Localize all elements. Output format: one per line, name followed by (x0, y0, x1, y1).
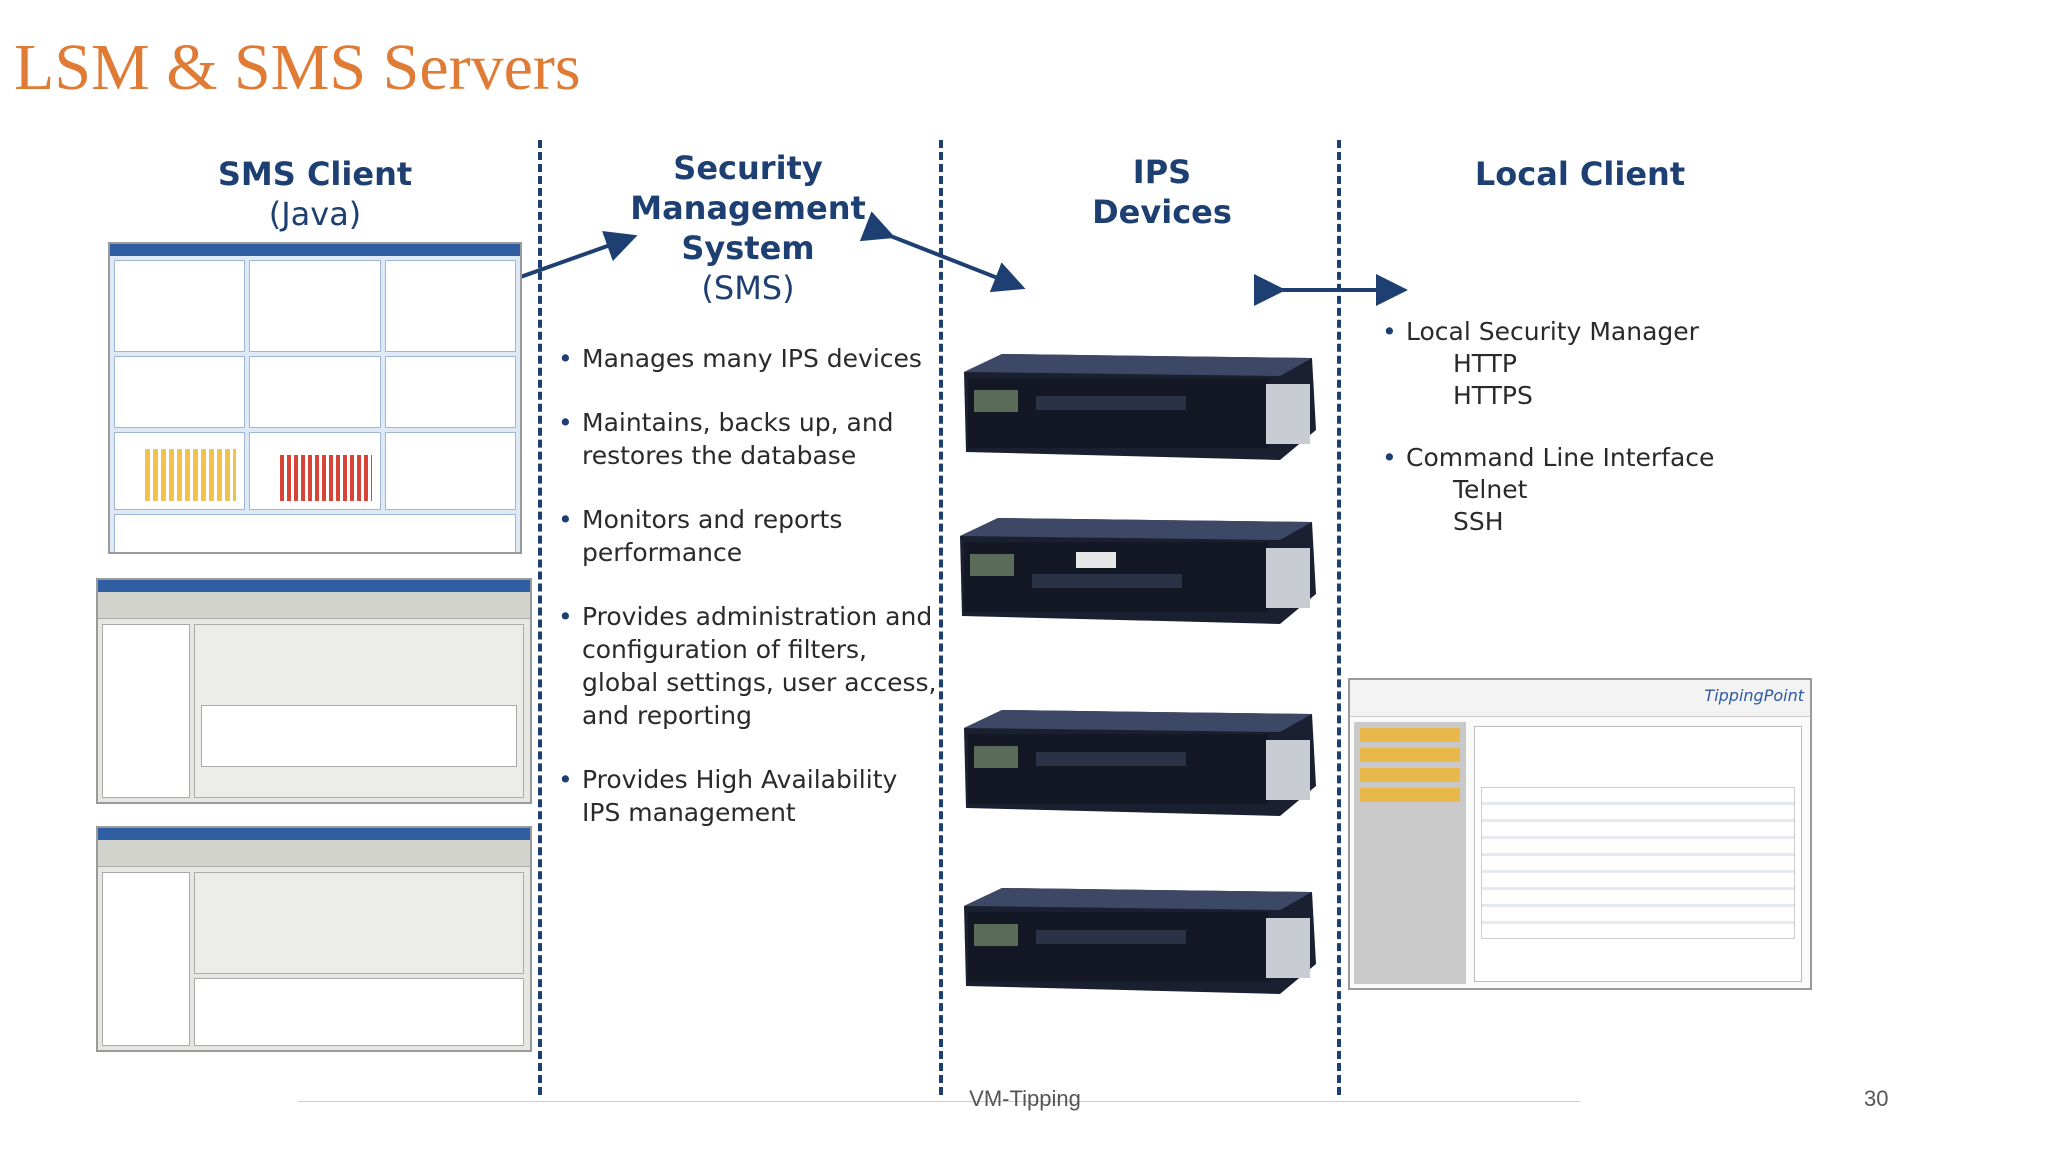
sms-bullet-3: Monitors and reports performance (558, 503, 938, 569)
lsm-protocol-http: HTTP (1453, 349, 1517, 378)
page-number: 30 (1864, 1086, 1889, 1111)
cli-protocol-telnet: Telnet (1453, 475, 1528, 504)
sms-title-line-1: Security (673, 149, 823, 187)
ips-device-2 (960, 518, 1316, 624)
sms-device-config-screenshot (96, 578, 532, 804)
local-bullet-cli: Command Line Interface Telnet SSH (1382, 442, 1782, 538)
divider-3 (1337, 140, 1341, 1095)
cli-protocol-ssh: SSH (1453, 507, 1504, 536)
slide-title: LSM & SMS Servers (14, 31, 581, 104)
ips-heading: IPS Devices (1062, 152, 1262, 232)
sms-bullet-1: Manages many IPS devices (558, 342, 938, 375)
local-bullet-lsm: Local Security Manager HTTP HTTPS (1382, 316, 1782, 412)
yellow-bar-chart-thumbnail (114, 432, 246, 510)
arrow-sms-to-ips (859, 211, 1026, 293)
ips-device-3 (964, 710, 1316, 816)
sms-bullet-4: Provides administration and configuratio… (558, 600, 938, 732)
local-client-list: Local Security Manager HTTP HTTPS Comman… (1382, 316, 1782, 568)
sms-dashboard-screenshot (108, 242, 522, 554)
sms-title-line-3: System (681, 229, 815, 267)
sms-title-line-2: Management (630, 189, 866, 227)
ips-device-4 (964, 888, 1316, 994)
red-bar-chart-thumbnail (249, 432, 381, 510)
local-client-title: Local Client (1474, 155, 1686, 193)
footer-text: VM-Tipping (969, 1086, 1081, 1111)
sms-heading: Security Management System (SMS) (608, 148, 888, 308)
ips-title-line-1: IPS (1132, 153, 1192, 191)
sms-policy-screenshot (96, 826, 532, 1052)
local-bullet-lsm-label: Local Security Manager (1406, 317, 1699, 346)
ips-device-1 (964, 354, 1316, 460)
local-bullet-cli-label: Command Line Interface (1406, 443, 1715, 472)
divider-1 (538, 140, 542, 1095)
divider-2 (939, 140, 943, 1095)
sms-bullet-2: Maintains, backs up, and restores the da… (558, 406, 938, 472)
sms-bullet-5: Provides High Availability IPS managemen… (558, 763, 938, 829)
tippingpoint-logo: TippingPoint (1704, 686, 1804, 705)
sms-subtitle: (SMS) (701, 269, 795, 307)
lsm-web-screenshot: TippingPoint (1348, 678, 1812, 990)
local-client-heading: Local Client (1440, 154, 1720, 194)
sms-client-subtitle: (Java) (268, 195, 362, 233)
ips-title-line-2: Devices (1092, 193, 1232, 231)
lsm-protocol-https: HTTPS (1453, 381, 1533, 410)
sms-client-title: SMS Client (217, 155, 413, 193)
footer-line (298, 1101, 1580, 1102)
sms-client-heading: SMS Client (Java) (190, 154, 440, 234)
sms-feature-list: Manages many IPS devices Maintains, back… (558, 342, 938, 860)
